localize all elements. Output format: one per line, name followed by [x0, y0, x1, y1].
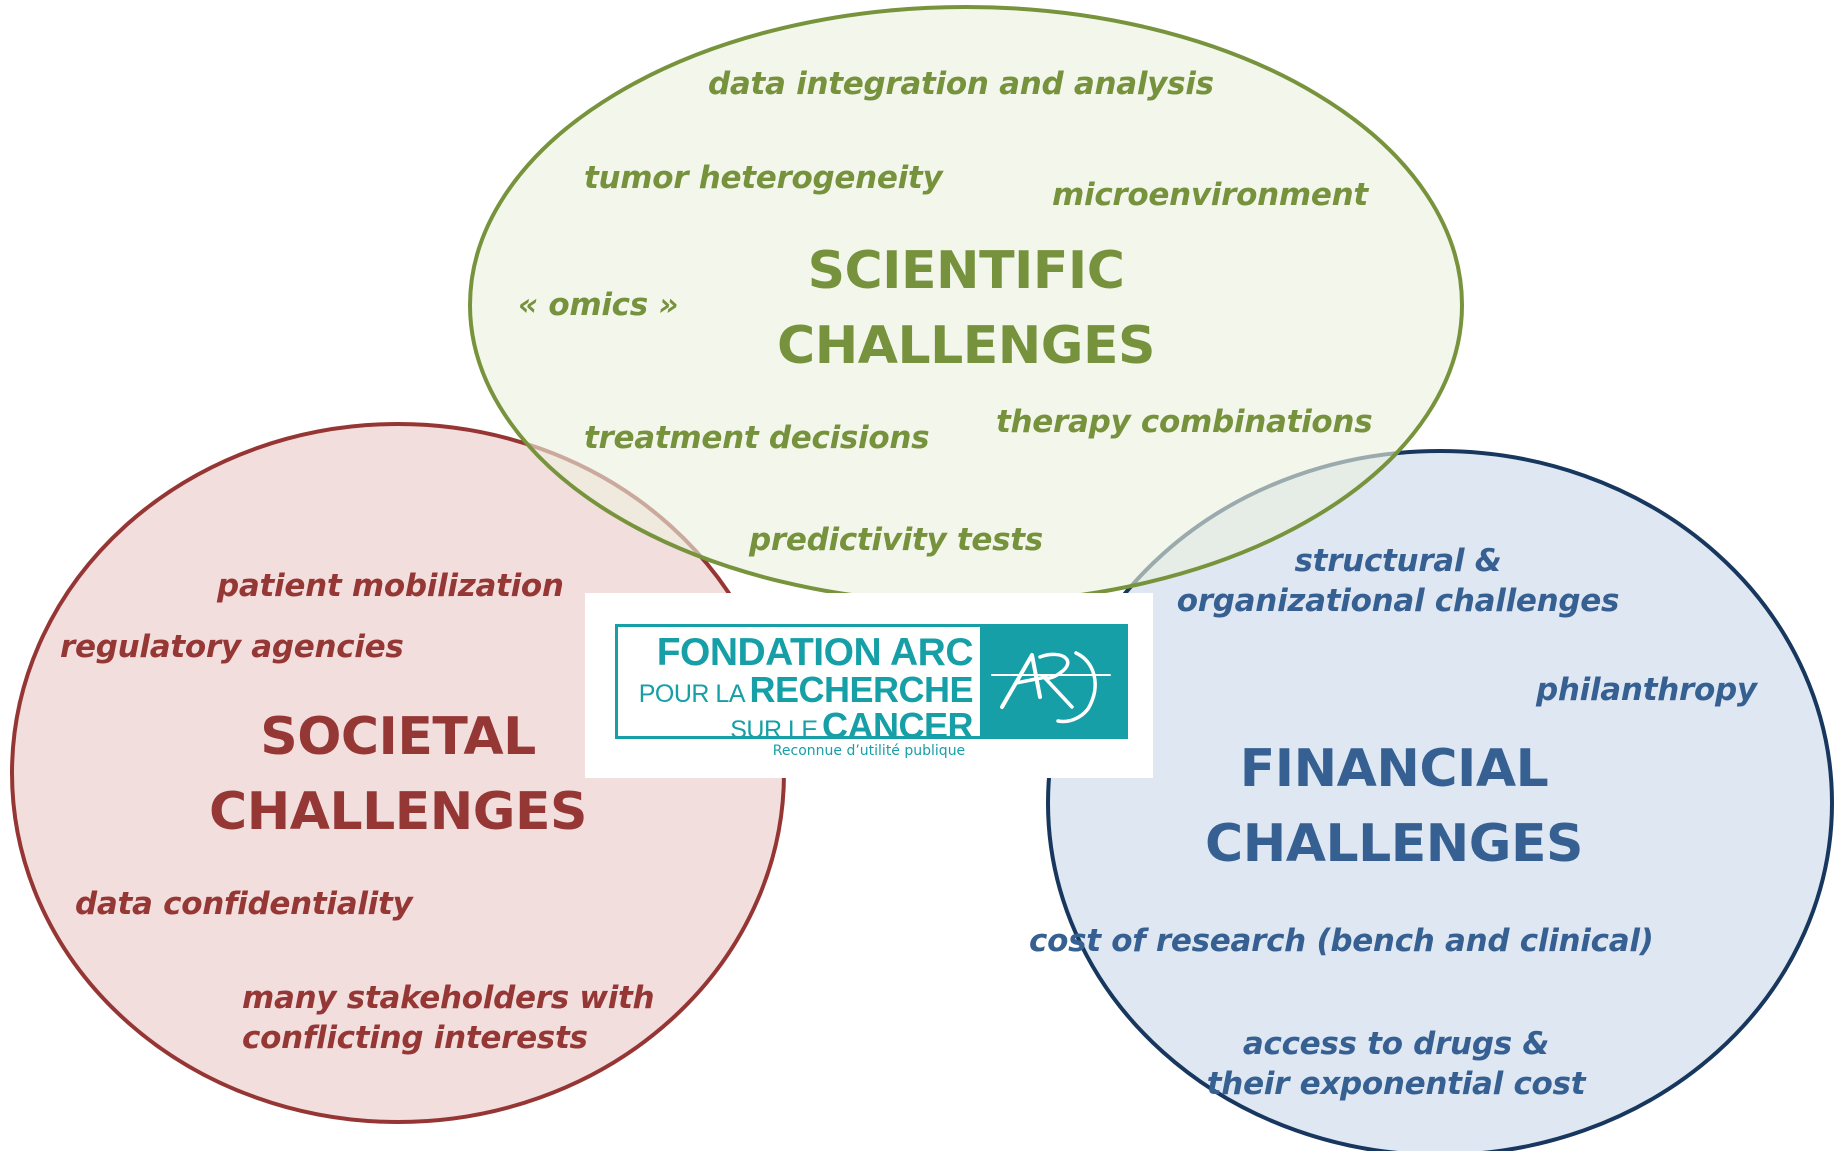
logo-line2-big: RECHERCHE	[749, 669, 973, 710]
item-stakeholders-line1: many stakeholders with	[242, 980, 655, 1016]
logo-line3-small: SUR LE	[730, 716, 818, 744]
item-microenvironment: microenvironment	[1052, 177, 1368, 213]
item-omics: « omics »	[518, 287, 679, 323]
scientific-title-line2: CHALLENGES	[777, 315, 1155, 376]
item-structural: structural & organizational challenges	[1176, 541, 1620, 622]
scientific-title: SCIENTIFIC CHALLENGES	[777, 234, 1155, 384]
fondation-arc-logo: FONDATION ARC POUR LA RECHERCHE SUR LE C…	[585, 593, 1153, 778]
logo-line3-big: CANCER	[821, 705, 974, 746]
item-data-integration: data integration and analysis	[708, 66, 1214, 102]
item-data-confidentiality: data confidentiality	[75, 886, 413, 922]
item-stakeholders-line2: conflicting interests	[242, 1020, 588, 1057]
item-predictivity-tests: predictivity tests	[749, 522, 1043, 558]
logo-mark-tile	[980, 627, 1125, 736]
logo-wordmark: FONDATION ARC POUR LA RECHERCHE SUR LE C…	[628, 629, 974, 744]
item-structural-line2: organizational challenges	[1176, 583, 1620, 620]
item-access-to-drugs-line2: their exponential cost	[1206, 1066, 1586, 1103]
financial-circle	[1046, 449, 1834, 1151]
item-philanthropy: philanthropy	[1536, 672, 1757, 708]
item-access-to-drugs-line1: access to drugs &	[1242, 1026, 1550, 1062]
logo-line1: FONDATION ARC	[656, 631, 974, 674]
societal-title: SOCIETAL CHALLENGES	[209, 700, 587, 850]
item-tumor-heterogeneity: tumor heterogeneity	[584, 160, 943, 196]
logo-line2: POUR LA RECHERCHE	[628, 669, 974, 710]
logo-frame: FONDATION ARC POUR LA RECHERCHE SUR LE C…	[615, 624, 1128, 744]
item-therapy-combinations: therapy combinations	[996, 404, 1373, 440]
item-cost-of-research: cost of research (bench and clinical)	[1029, 923, 1654, 959]
financial-title-line1: FINANCIAL	[1239, 739, 1549, 799]
item-stakeholders: many stakeholders with conflicting inter…	[242, 978, 655, 1059]
logo-subtitle: Reconnue d’utilité publique	[772, 743, 966, 759]
logo-line3: SUR LE CANCER	[628, 708, 973, 744]
societal-title-line2: CHALLENGES	[209, 781, 587, 842]
financial-title: FINANCIAL CHALLENGES	[1205, 732, 1583, 882]
item-regulatory-agencies: regulatory agencies	[60, 629, 404, 665]
societal-title-line1: SOCIETAL	[260, 707, 536, 767]
financial-title-line2: CHALLENGES	[1205, 813, 1583, 874]
item-treatment-decisions: treatment decisions	[584, 420, 930, 456]
item-access-to-drugs: access to drugs & their exponential cost	[1206, 1024, 1586, 1105]
item-structural-line1: structural &	[1294, 543, 1502, 579]
logo-line2-small: POUR LA	[638, 680, 746, 708]
scientific-title-line1: SCIENTIFIC	[807, 241, 1125, 301]
item-patient-mobilization: patient mobilization	[217, 568, 564, 604]
arc-logo-mark-icon	[991, 651, 1111, 724]
